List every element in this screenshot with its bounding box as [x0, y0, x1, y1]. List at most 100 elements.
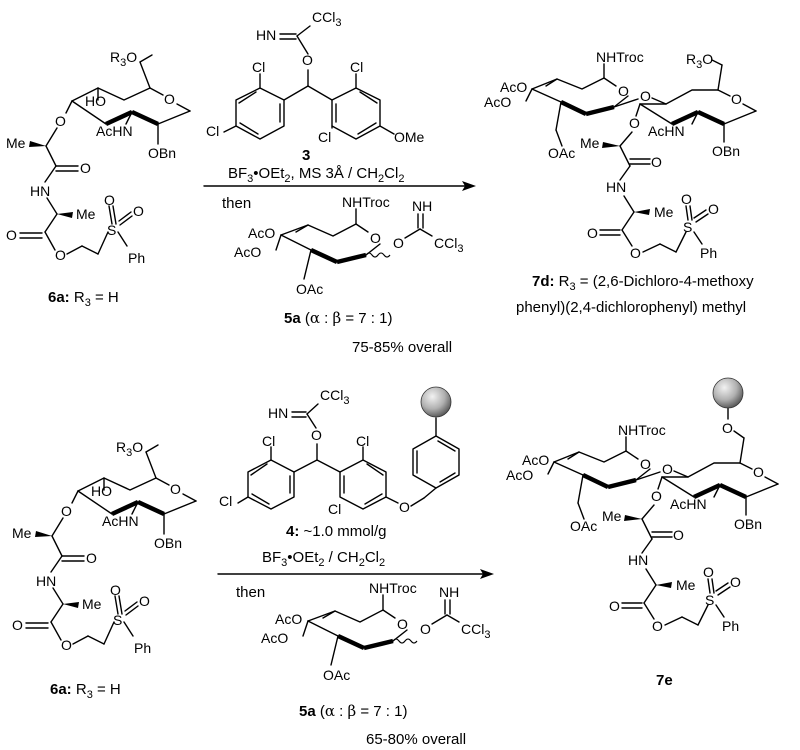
atom-glyc-o: O: [662, 461, 673, 477]
atom-ester-o: O: [12, 617, 23, 633]
atom-r3o: R3O: [686, 51, 713, 71]
atom-aryl-o: O: [399, 499, 410, 515]
atom-cl1: Cl: [252, 59, 265, 75]
atom-ccl3: CCl3: [434, 235, 463, 255]
compound-6a-top: R3O HO O O Me AcHN OBn O HN Me S O O Ph …: [6, 49, 190, 309]
atom-achn: AcHN: [102, 513, 139, 529]
atom-s-o1: O: [110, 582, 121, 598]
compound-7e: NHTroc AcO AcO OAc O O O O OBn: [506, 377, 779, 689]
atom-me: Me: [602, 508, 622, 524]
atom-ester-o: O: [6, 227, 17, 243]
compound-label-3: 3: [302, 147, 310, 164]
atom-r3o: R3O: [116, 439, 143, 459]
atom-me2: Me: [82, 596, 102, 612]
atom-oac: OAc: [570, 518, 597, 534]
atom-aco2: AcO: [506, 467, 533, 483]
atom-ring-o1: O: [618, 83, 629, 99]
atom-obn: OBn: [148, 145, 176, 161]
atom-ph: Ph: [700, 245, 717, 261]
resin-bead-icon: [712, 377, 744, 409]
atom-s-o2: O: [708, 201, 719, 217]
compound-label-6a: 6a: R3 = H: [50, 681, 121, 701]
atom-ring-o2: O: [753, 464, 764, 480]
atom-me2: Me: [676, 577, 696, 593]
atom-ring-o: O: [164, 91, 175, 107]
atom-o: O: [311, 427, 322, 443]
then-label-row1: then: [222, 195, 251, 212]
atom-ho: HO: [91, 483, 112, 499]
atom-hn: HN: [268, 405, 288, 421]
atom-cl3: Cl: [350, 59, 363, 75]
atom-hn: HN: [30, 183, 50, 199]
reagent-4: HN CCl3 O Cl Cl Cl Cl: [219, 386, 460, 540]
atom-ether-o: O: [651, 488, 662, 504]
atom-s-o1: O: [681, 191, 692, 207]
atom-me: Me: [12, 525, 32, 541]
atom-achn: AcHN: [648, 123, 685, 139]
atom-ph: Ph: [134, 640, 151, 656]
atom-cl1: Cl: [262, 433, 275, 449]
atom-nh: NH: [412, 198, 432, 214]
atom-ether-o: O: [55, 113, 66, 129]
atom-cl3: Cl: [356, 433, 369, 449]
atom-hn: HN: [36, 573, 56, 589]
conditions-row1: BF3•OEt2, MS 3Å / CH2Cl2: [228, 165, 404, 185]
atom-s-o1: O: [104, 192, 115, 208]
atom-ccl3: CCl3: [320, 387, 349, 407]
atom-s-o2: O: [730, 574, 741, 590]
atom-nhtroc: NHTroc: [618, 422, 666, 438]
atom-ph: Ph: [722, 618, 739, 634]
atom-s: S: [683, 219, 692, 235]
atom-ring-o: O: [370, 230, 381, 246]
atom-ether-o: O: [61, 503, 72, 519]
atom-ester-o2: O: [652, 618, 663, 634]
atom-me: Me: [6, 135, 26, 151]
yield-row2: 65-80% overall: [366, 731, 466, 748]
atom-obn: OBn: [712, 143, 740, 159]
yield-row1: 75-85% overall: [352, 339, 452, 356]
atom-ester-o: O: [587, 225, 598, 241]
atom-link-o: O: [722, 420, 733, 436]
atom-ring-o: O: [170, 481, 181, 497]
atom-s-o2: O: [133, 203, 144, 219]
atom-nhtroc: NHTroc: [342, 194, 390, 210]
atom-me2: Me: [76, 206, 96, 222]
atom-me2: Me: [654, 204, 674, 220]
donor-5a-top: NHTroc AcO AcO OAc O O NH CCl3 5a (α : β…: [234, 194, 463, 327]
atom-aco1: AcO: [522, 452, 549, 468]
donor-5a-bottom: NHTroc AcO AcO OAc O O NH CCl3 5a (α : β…: [261, 580, 490, 720]
atom-o: O: [302, 52, 313, 68]
reaction-arrow-row1: [203, 181, 476, 191]
atom-aco1: AcO: [500, 79, 527, 95]
atom-carbonyl-o: O: [86, 550, 97, 566]
atom-aco2: AcO: [261, 630, 288, 646]
atom-ccl3: CCl3: [461, 621, 490, 641]
atom-glyc-o: O: [640, 88, 651, 104]
atom-aco2: AcO: [234, 244, 261, 260]
conditions-row2: BF3•OEt2 / CH2Cl2: [262, 549, 385, 569]
atom-cl2: Cl: [206, 123, 219, 139]
atom-carbonyl-o: O: [80, 160, 91, 176]
atom-ccl3: CCl3: [312, 9, 341, 29]
compound-label-6a: 6a: R3 = H: [48, 289, 119, 309]
reagent-3: HN CCl3 O Cl Cl Cl: [206, 9, 425, 164]
atom-aco1: AcO: [248, 225, 275, 241]
atom-ring-o1: O: [640, 456, 651, 472]
atom-achn: AcHN: [670, 496, 707, 512]
atom-cl2: Cl: [219, 493, 232, 509]
atom-s-o2: O: [139, 593, 150, 609]
atom-ester-o2: O: [61, 637, 72, 653]
atom-nh: NH: [439, 584, 459, 600]
atom-aco1: AcO: [275, 611, 302, 627]
atom-achn: AcHN: [96, 123, 133, 139]
atom-cl4: Cl: [318, 129, 331, 145]
compound-label-7d-line2: phenyl)(2,4-dichlorophenyl) methyl: [516, 299, 746, 316]
compound-label-4: 4: ~1.0 mmol/g: [286, 523, 386, 540]
atom-aco2: AcO: [484, 94, 511, 110]
atom-ome: OMe: [394, 129, 425, 145]
resin-bead-icon: [420, 386, 452, 418]
atom-s-o1: O: [703, 564, 714, 580]
atom-s: S: [705, 592, 714, 608]
atom-oac: OAc: [296, 281, 323, 297]
